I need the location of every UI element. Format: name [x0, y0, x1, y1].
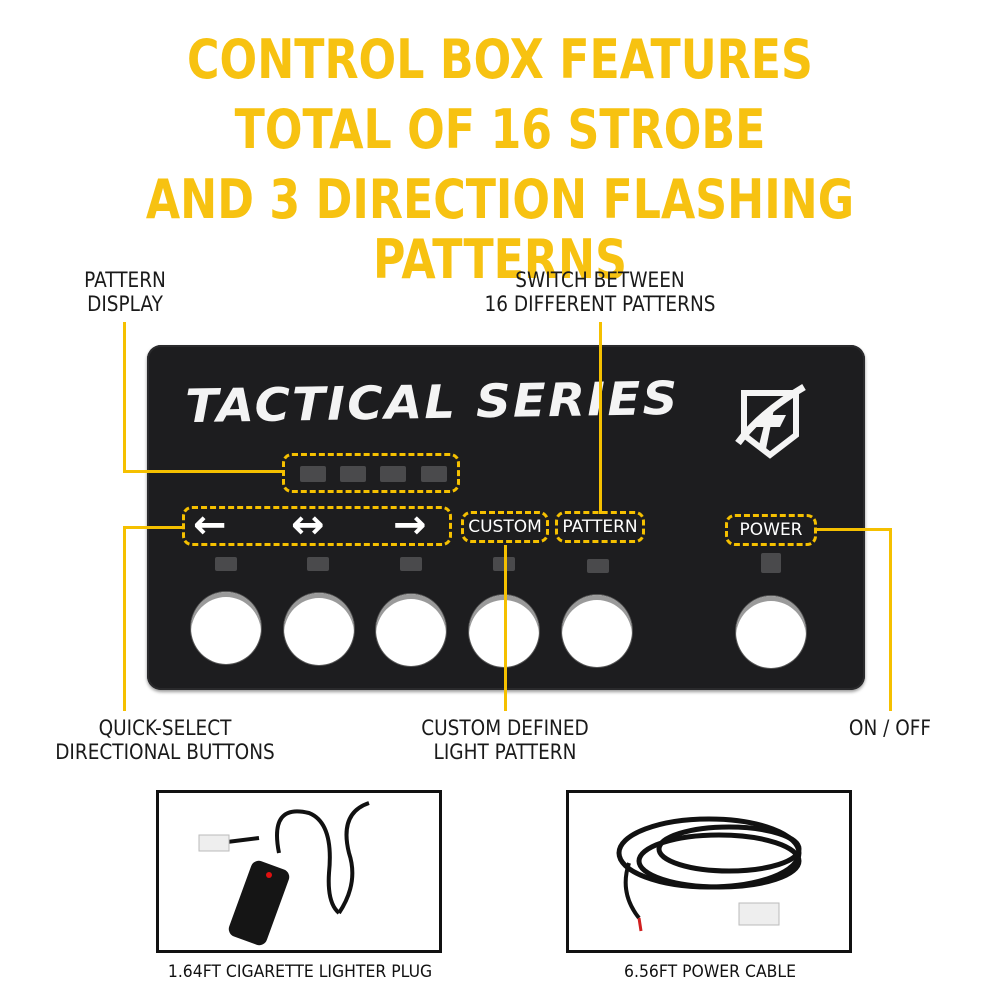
custom-highlight: [461, 511, 549, 543]
callout-quick-select: QUICK-SELECT DIRECTIONAL BUTTONS: [46, 716, 284, 764]
fx-shield-logo-icon: [730, 383, 810, 463]
callout-on-off: ON / OFF: [828, 716, 951, 740]
power-highlight: [725, 514, 817, 546]
callout-switch-patterns-line1: SWITCH BETWEEN: [515, 268, 685, 292]
callout-quick-select-line2: DIRECTIONAL BUTTONS: [55, 740, 275, 764]
pattern-display-highlight: [282, 453, 460, 493]
cigarette-lighter-plug-photo: [156, 790, 442, 953]
pattern-led-2: [340, 466, 366, 482]
leader-pattern-display-h: [123, 470, 283, 473]
brand-title: TACTICAL SERIES: [184, 370, 680, 434]
arrow-both-icon: ↔: [291, 502, 325, 548]
pattern-label: PATTERN: [562, 517, 638, 537]
callout-pattern-display: PATTERN DISPLAY: [68, 268, 182, 316]
directional-highlight: [182, 506, 452, 546]
leader-power-v: [889, 528, 892, 711]
leader-custom-v: [504, 545, 507, 711]
pattern-button[interactable]: [562, 595, 632, 667]
callout-custom-defined-line1: CUSTOM DEFINED: [421, 716, 589, 740]
leader-quick-h: [123, 526, 183, 529]
callout-custom-defined-line2: LIGHT PATTERN: [433, 740, 577, 764]
callout-pattern-display-line2: DISPLAY: [87, 292, 163, 316]
headline-line-1: CONTROL BOX FEATURES: [187, 28, 813, 91]
callout-on-off-line1: ON / OFF: [848, 716, 932, 740]
left-arrow-button[interactable]: [191, 592, 261, 664]
button-led-pattern: [587, 559, 609, 573]
power-cable-photo: [566, 790, 852, 953]
headline-line-2: TOTAL OF 16 STROBE: [234, 98, 766, 161]
callout-switch-patterns-line2: 16 DIFFERENT PATTERNS: [484, 292, 716, 316]
callout-pattern-display-line1: PATTERN: [84, 268, 166, 292]
custom-label: CUSTOM: [468, 517, 542, 537]
leader-power-h: [817, 528, 892, 531]
power-button[interactable]: [736, 596, 806, 668]
power-label: POWER: [739, 520, 803, 540]
arrow-left-icon: ←: [193, 502, 227, 548]
pattern-led-4: [421, 466, 447, 482]
pattern-led-1: [300, 466, 326, 482]
callout-switch-patterns: SWITCH BETWEEN 16 DIFFERENT PATTERNS: [459, 268, 741, 316]
both-arrow-button[interactable]: [284, 593, 354, 665]
button-led-power: [761, 553, 781, 573]
button-led-both: [307, 557, 329, 571]
button-led-left: [215, 557, 237, 571]
right-arrow-button[interactable]: [376, 594, 446, 666]
leader-pattern-display-v: [123, 322, 126, 472]
pattern-led-3: [380, 466, 406, 482]
callout-custom-defined: CUSTOM DEFINED LIGHT PATTERN: [399, 716, 610, 764]
caption-power-cable: 6.56FT POWER CABLE: [624, 962, 796, 982]
button-led-right: [400, 557, 422, 571]
leader-quick-v: [123, 526, 126, 711]
caption-cigarette-lighter-plug: 1.64FT CIGARETTE LIGHTER PLUG: [167, 962, 433, 982]
leader-switch-v: [599, 322, 602, 514]
headline-line-3: AND 3 DIRECTION FLASHING PATTERNS: [145, 168, 855, 291]
arrow-right-icon: →: [393, 502, 427, 548]
callout-quick-select-line1: QUICK-SELECT: [98, 716, 232, 740]
